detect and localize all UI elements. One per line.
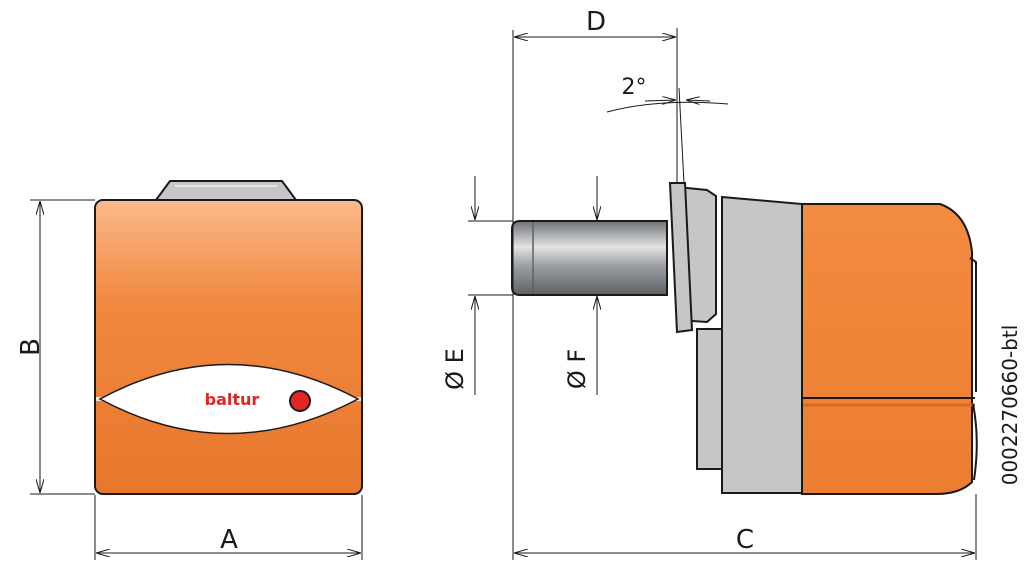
dimension-b-label: B: [16, 338, 46, 356]
indicator-lamp: [289, 390, 311, 412]
dimension-c: C: [512, 30, 977, 560]
dimension-f-label: Ø F: [563, 349, 591, 389]
dimension-e-label: Ø E: [441, 348, 469, 390]
logo-panel: [98, 363, 360, 435]
flange-plate: [668, 182, 694, 334]
front-body: [94, 199, 363, 495]
blast-tube: [511, 220, 668, 296]
grey-motor-body: [721, 195, 803, 494]
side-view: [511, 182, 978, 495]
dimension-a-label: A: [220, 525, 238, 555]
orange-cover: [801, 203, 973, 495]
angle-dimension: 2°: [606, 75, 729, 184]
dimension-d-label: D: [586, 7, 606, 37]
front-view: baltur: [94, 180, 363, 495]
dimension-a: A: [94, 495, 363, 560]
dimension-f: Ø F: [563, 176, 597, 395]
drawing-code: 0002270660-btl: [998, 325, 1022, 486]
dimension-c-label: C: [736, 525, 754, 555]
angle-label: 2°: [622, 75, 647, 100]
dimension-e: Ø E: [441, 176, 513, 395]
dimension-b: B: [16, 199, 95, 495]
brand-logo: baltur: [205, 390, 260, 409]
top-handle: [154, 180, 298, 201]
dimension-d: D: [514, 7, 678, 183]
